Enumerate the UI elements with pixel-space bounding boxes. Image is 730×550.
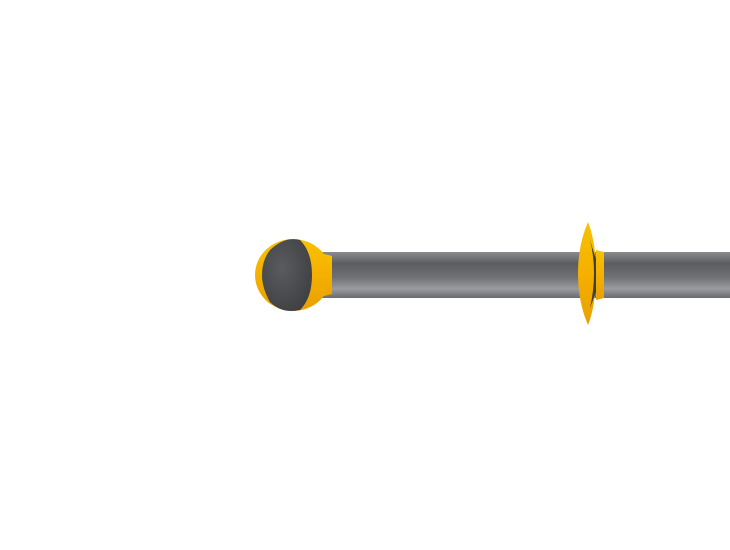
shaft (320, 252, 730, 298)
drip-ring (578, 222, 604, 325)
end-knob (255, 239, 332, 311)
grip-pad (262, 239, 312, 311)
